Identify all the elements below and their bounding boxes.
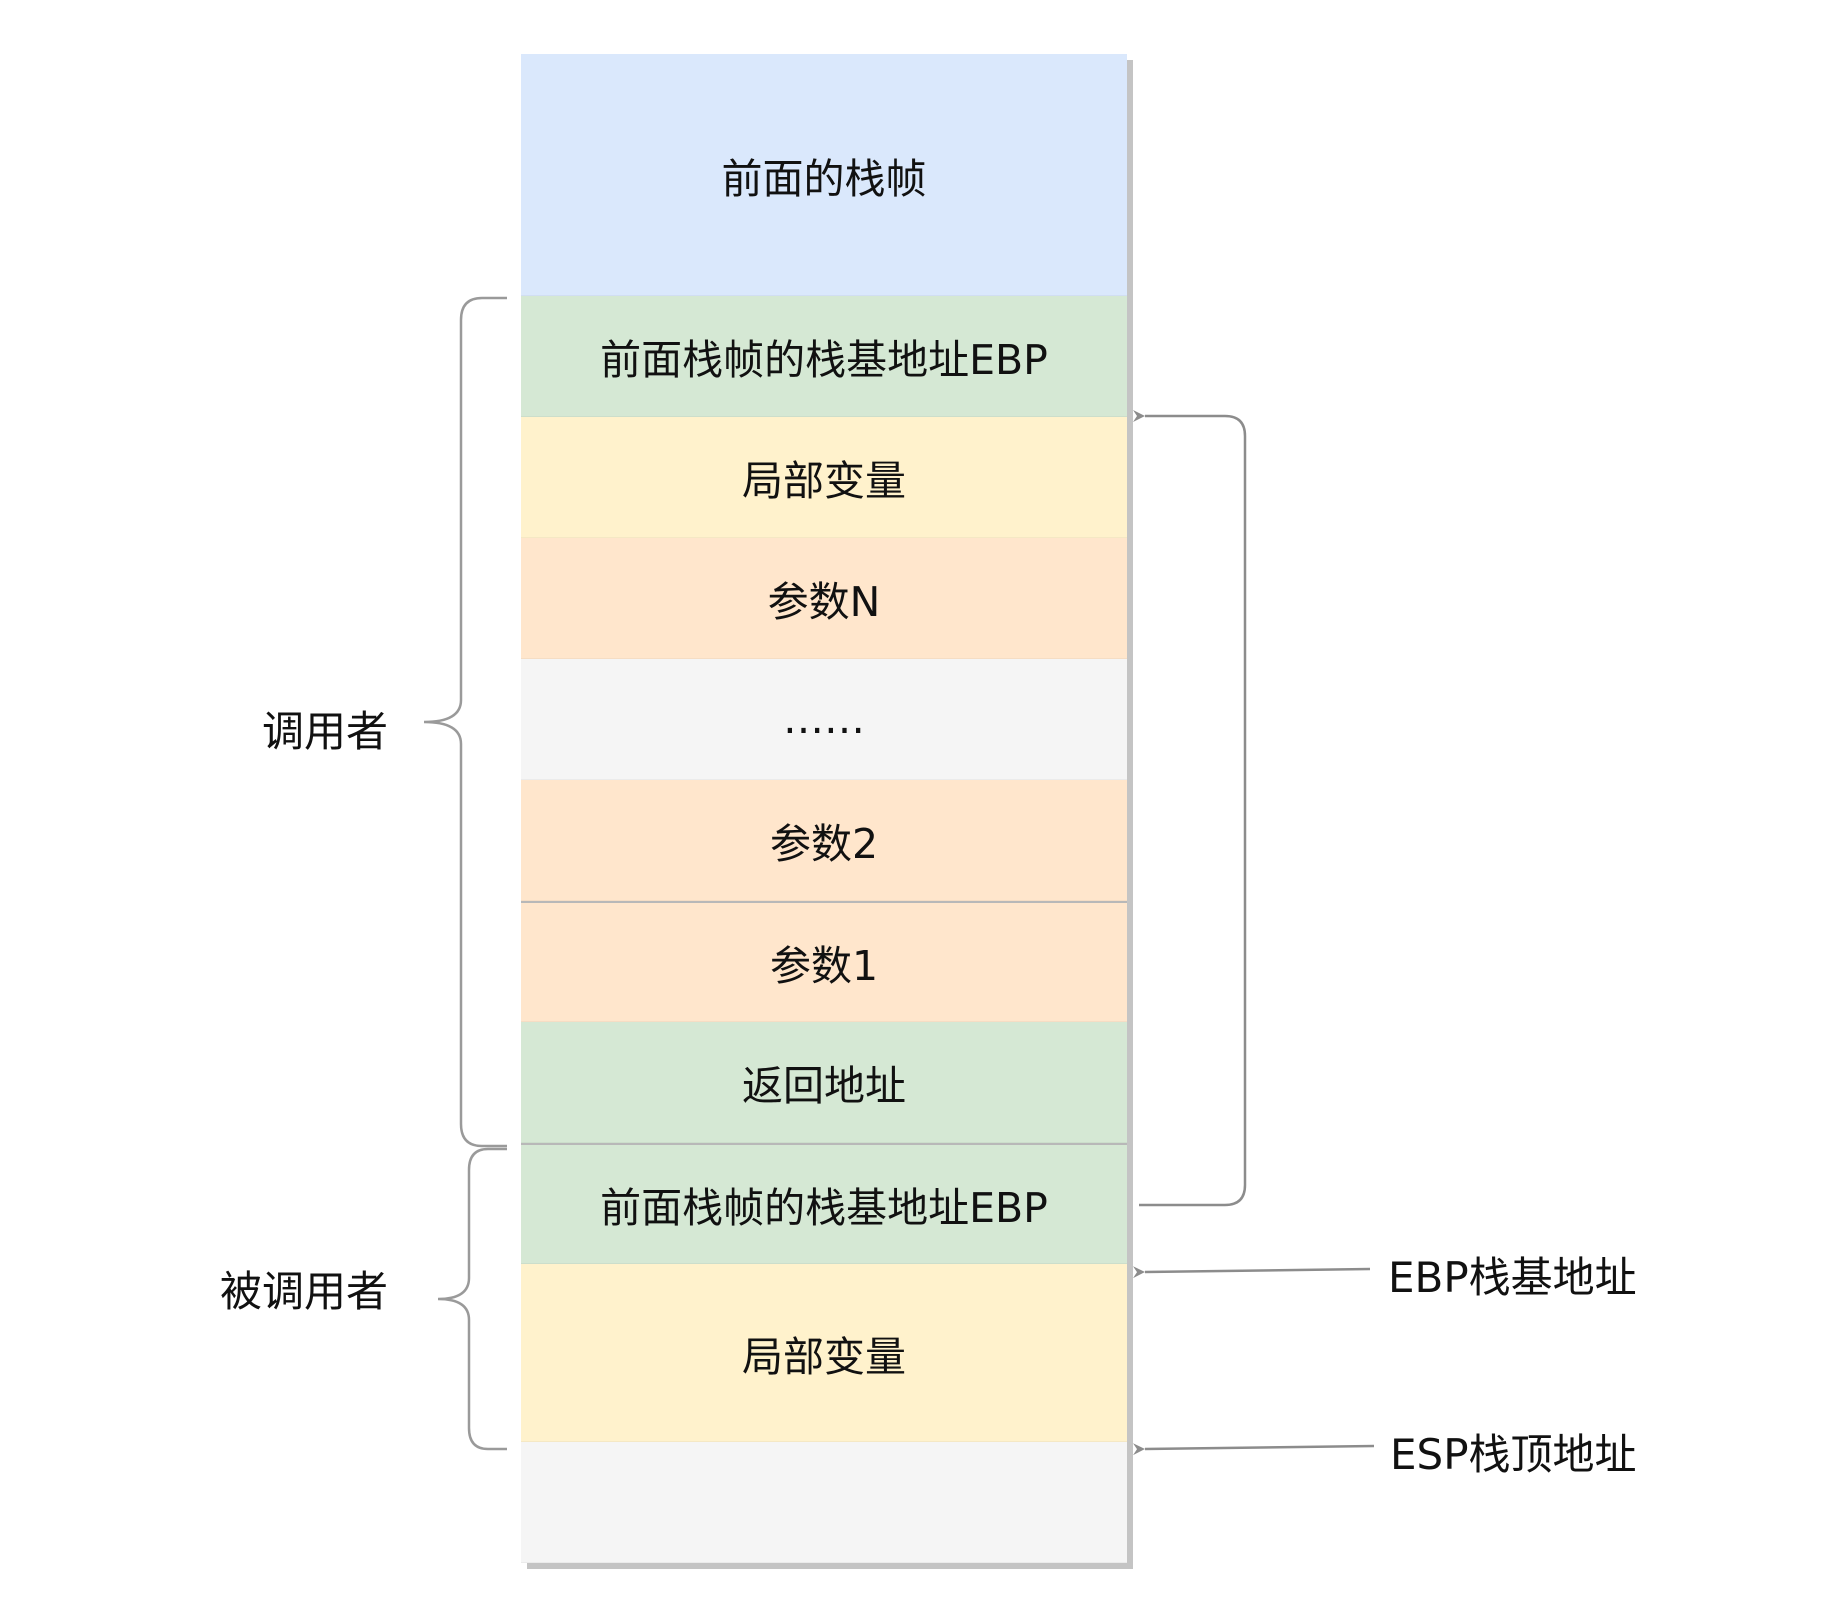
saved-ebp-link-arrow xyxy=(1133,410,1247,1207)
stack-block-previous-frame: 前面的栈帧 xyxy=(521,54,1127,296)
caller-label: 调用者 xyxy=(262,707,389,756)
caller-brace xyxy=(423,296,507,1148)
stack-frame-diagram: 前面的栈帧 前面栈帧的栈基地址EBP 局部变量 参数N …… 参数2 参数1 返… xyxy=(521,54,1127,1563)
stack-block-empty xyxy=(521,1442,1127,1563)
stack-block-return-address: 返回地址 xyxy=(521,1022,1127,1143)
ebp-pointer-arrow xyxy=(1132,1266,1371,1279)
stack-block-param-1: 参数1 xyxy=(521,901,1127,1022)
stack-block-local-vars-callee: 局部变量 xyxy=(521,1264,1127,1442)
stack-block-ellipsis: …… xyxy=(521,659,1127,780)
callee-label: 被调用者 xyxy=(220,1267,389,1316)
esp-pointer-arrow xyxy=(1132,1443,1375,1456)
stack-block-saved-ebp-callee: 前面栈帧的栈基地址EBP xyxy=(521,1143,1127,1264)
stack-block-param-n: 参数N xyxy=(521,538,1127,659)
stack-block-param-2: 参数2 xyxy=(521,780,1127,901)
ebp-pointer-label: EBP栈基地址 xyxy=(1388,1253,1637,1302)
esp-pointer-label: ESP栈顶地址 xyxy=(1390,1430,1637,1479)
callee-brace xyxy=(437,1147,507,1451)
stack-block-local-vars-caller: 局部变量 xyxy=(521,417,1127,538)
stack-block-saved-ebp-caller: 前面栈帧的栈基地址EBP xyxy=(521,296,1127,417)
